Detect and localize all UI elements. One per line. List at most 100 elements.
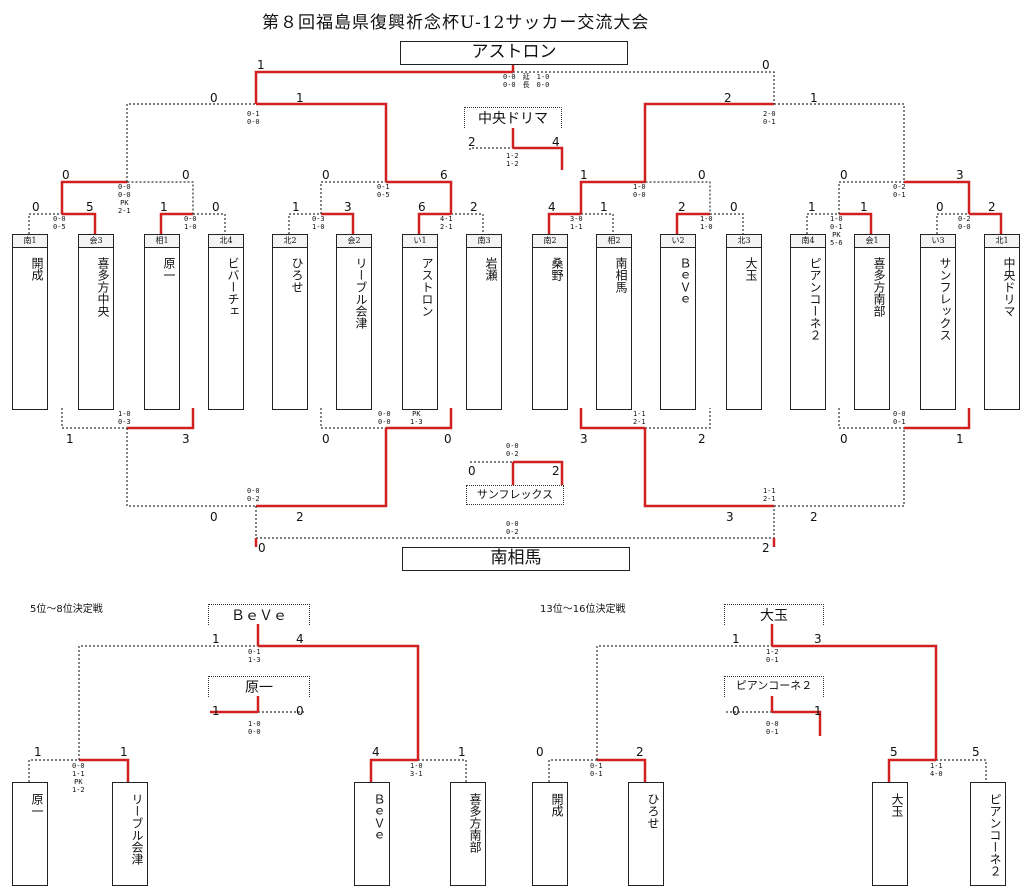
match-score: 1: [212, 704, 220, 718]
team-name: ビバーチェ: [226, 257, 240, 317]
match-score: 0: [936, 200, 944, 214]
half-scores: 0-0 延 1-0 0-0 長 0-0: [503, 73, 550, 89]
half-scores: 0-0 1-1 PK 1-2: [72, 762, 85, 794]
match-score: 0: [840, 432, 848, 446]
team-name: 原一: [162, 257, 176, 281]
half-scores: 0-0 0-2: [506, 442, 519, 458]
match-score: 1: [860, 200, 868, 214]
half-scores: 0-1 0-5: [377, 183, 390, 199]
half-scores: 1-1 2-1: [633, 410, 646, 426]
match-score: 1: [956, 432, 964, 446]
loser-line: [320, 408, 386, 429]
seventh-place-box: 原一: [208, 676, 310, 697]
match-score: 5: [972, 745, 980, 759]
winner-line: [159, 212, 193, 234]
match-score: 0: [210, 510, 218, 524]
loser-line: [513, 71, 775, 104]
loser-line: [288, 213, 321, 234]
team-name: ピアンコーネ２: [988, 793, 1002, 877]
section-13-16-label: 13位～16位決定戦: [540, 604, 626, 615]
match-score: 2: [698, 432, 706, 446]
team-group-tag: 北4: [209, 235, 243, 248]
loser-line: [596, 645, 772, 760]
half-scores: 0-0 1-0: [184, 215, 197, 231]
match-score: 1: [257, 58, 265, 72]
team-box: 北4 ビバーチェ: [208, 234, 244, 410]
match-score: 0: [182, 168, 190, 182]
half-scores: 1-1 4-0: [930, 762, 943, 778]
winner-line: [643, 102, 774, 182]
match-score: 1: [212, 632, 220, 646]
match-score: 3: [726, 510, 734, 524]
winner-line: [772, 644, 938, 760]
fifth-bracket-box: サンフレックス: [466, 485, 564, 505]
loser-line: [451, 213, 484, 234]
match-score: 0: [258, 541, 266, 555]
winner-line: [839, 212, 873, 234]
team-box: 相2 南相馬: [596, 234, 632, 410]
match-score: 4: [548, 200, 556, 214]
half-scores: 1-0 0-3: [118, 410, 131, 426]
match-score: 2: [636, 745, 644, 759]
team-name: ひろせ: [290, 257, 304, 293]
winner-line: [772, 710, 822, 736]
winner-line: [579, 408, 645, 430]
team-name: 南相馬: [614, 257, 628, 293]
half-scores: 0-2 0-0: [958, 215, 971, 231]
half-scores: 1-0 0-0: [633, 183, 646, 199]
thirteenth-place-box: 大玉: [724, 604, 824, 625]
match-score: 1: [580, 168, 588, 182]
loser-line: [469, 147, 513, 150]
winner-line: [887, 758, 936, 782]
loser-line: [78, 645, 258, 760]
loser-line: [645, 408, 711, 429]
match-score: 2: [470, 200, 478, 214]
loser-line: [548, 759, 597, 782]
loser-line: [127, 181, 194, 214]
half-scores: 0-0 0-0: [378, 410, 391, 426]
match-score: 0: [32, 200, 40, 214]
half-scores: 0-1 1-3: [248, 648, 261, 664]
team-name: 中央ドリマ: [1002, 257, 1016, 317]
match-score: 0: [732, 704, 740, 718]
team-name: 喜多方南部: [872, 257, 886, 317]
team-group-tag: 相2: [597, 235, 631, 248]
winner-line: [256, 428, 388, 508]
match-score: 3: [344, 200, 352, 214]
winner-line: [675, 212, 710, 234]
match-score: 3: [182, 432, 190, 446]
loser-line: [806, 213, 839, 234]
team-name: 岩瀬: [484, 257, 498, 281]
match-score: 0: [210, 91, 218, 105]
loser-line: [418, 759, 467, 782]
team-box: 開成: [532, 782, 568, 886]
half-scores: 1-0 1-0: [700, 215, 713, 231]
loser-line: [838, 408, 904, 429]
loser-line: [838, 181, 904, 214]
match-score: 1: [296, 91, 304, 105]
team-box: ひろせ: [628, 782, 664, 886]
team-name: 開成: [30, 257, 44, 281]
winner-line: [79, 758, 130, 782]
match-score: 2: [724, 91, 732, 105]
team-group-tag: 会2: [337, 235, 371, 248]
half-scores: 1-1 2-1: [763, 487, 776, 503]
winner-line: [513, 460, 564, 485]
winner-line: [321, 212, 355, 234]
half-scores: 0-2 0-1: [893, 183, 906, 199]
half-scores: 0-0 0-5: [53, 215, 66, 231]
loser-line: [28, 759, 79, 782]
team-name: 喜多方中央: [96, 257, 110, 317]
team-group-tag: 相1: [145, 235, 179, 248]
match-score: 1: [292, 200, 300, 214]
team-name: ＢｅＶｅ: [678, 257, 692, 305]
section-5-8-label: 5位～8位決定戦: [30, 604, 103, 615]
loser-line: [774, 428, 905, 507]
half-scores: 0-0 0-1: [893, 410, 906, 426]
match-score: 0: [212, 200, 220, 214]
